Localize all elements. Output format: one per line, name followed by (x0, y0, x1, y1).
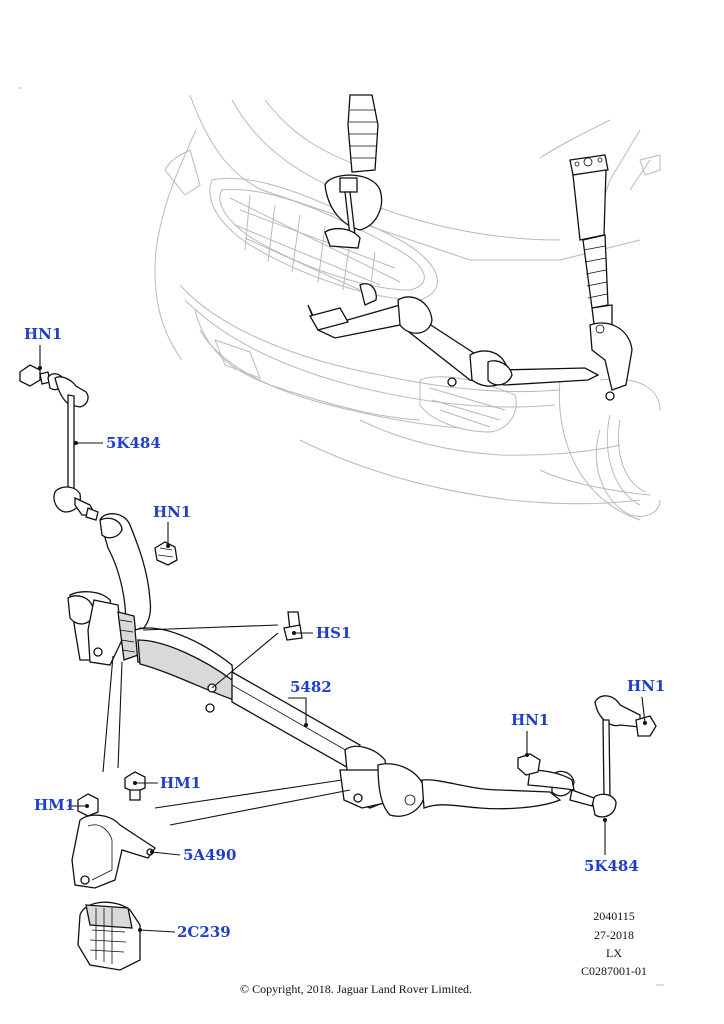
reference-line-1: 2040115 (593, 909, 635, 923)
callout-hn1-mid-left: HN1 (153, 503, 191, 521)
reference-line-2: 27-2018 (594, 928, 634, 942)
drop-link-left (19, 364, 99, 521)
nut-hn1-right-bar (517, 753, 541, 776)
callout-5k484-right: 5K484 (584, 857, 639, 875)
callout-hn1-right-a: HN1 (511, 711, 549, 729)
callout-2c239: 2C239 (177, 923, 231, 941)
callout-5a490: 5A490 (183, 846, 236, 864)
vehicle-outline (18, 87, 661, 521)
bushing-2c239 (77, 901, 141, 971)
callout-hm1-right: HM1 (160, 774, 201, 792)
nut-hm1-right (124, 771, 146, 801)
installed-assembly (307, 94, 633, 401)
nut-hn1-mid (154, 541, 178, 566)
stabilizer-bar (67, 513, 575, 817)
callout-5k484-left: 5K484 (106, 434, 161, 452)
callout-5482: 5482 (290, 678, 332, 696)
drop-link-right (569, 695, 657, 818)
callout-hm1-left: HM1 (34, 796, 75, 814)
bolt-hs1 (283, 611, 303, 641)
clamp-5a490 (71, 814, 156, 889)
callout-hn1-right-b: HN1 (627, 677, 665, 695)
reference-line-4: C0287001-01 (581, 964, 647, 978)
copyright-notice: © Copyright, 2018. Jaguar Land Rover Lim… (240, 982, 472, 996)
callout-hn1-top-left: HN1 (24, 325, 62, 343)
leader-lines (38, 345, 647, 933)
reference-line-3: LX (606, 946, 622, 960)
callout-hs1: HS1 (316, 624, 351, 642)
